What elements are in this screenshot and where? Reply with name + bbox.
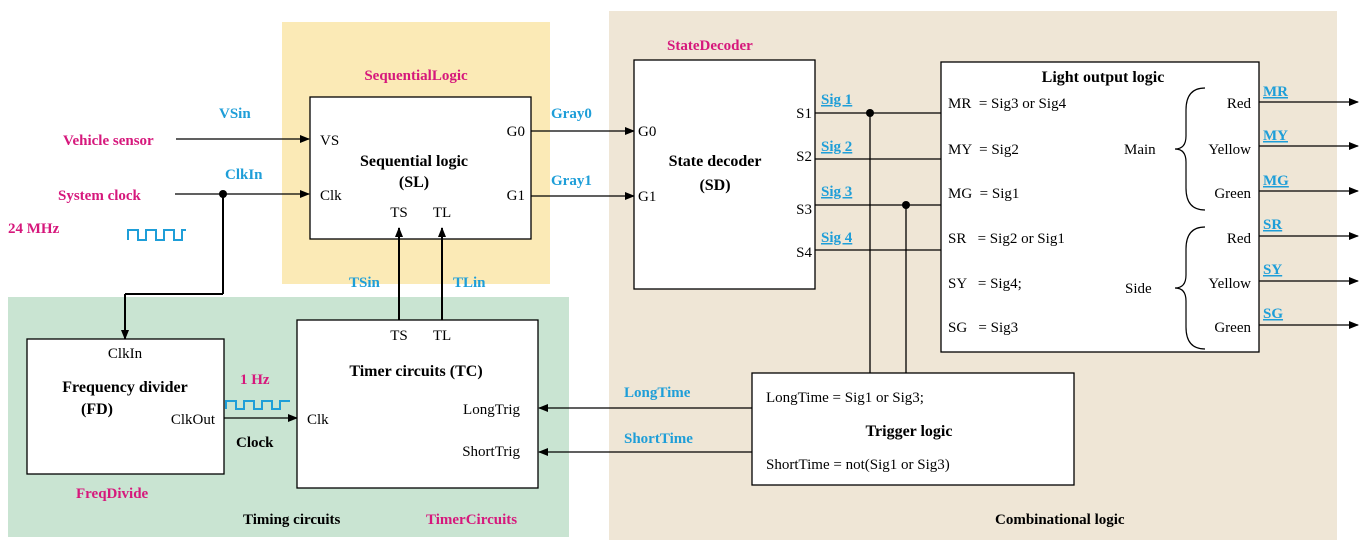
sl-g1-port: G1 bbox=[507, 188, 525, 204]
trigger-eq-longtime: LongTime = Sig1 or Sig3; bbox=[766, 390, 924, 406]
color-side-green: Green bbox=[1214, 320, 1251, 336]
freq-divide-region-label: FreqDivide bbox=[76, 486, 149, 502]
side-label: Side bbox=[1125, 281, 1152, 297]
trigger-logic-block bbox=[751, 372, 1075, 486]
sd-s2-port: S2 bbox=[796, 149, 812, 165]
sd-s4-port: S4 bbox=[796, 245, 812, 261]
clock-label: Clock bbox=[236, 435, 274, 451]
tc-tl-port: TL bbox=[433, 328, 451, 344]
tc-longtrig-port: LongTrig bbox=[463, 402, 520, 418]
tsin-label: TSin bbox=[349, 275, 381, 291]
eq-my: MY = Sig2 bbox=[948, 142, 1019, 158]
light-output-title: Light output logic bbox=[1042, 69, 1165, 86]
output-sg: SG bbox=[1263, 306, 1283, 322]
eq-sy: SY = Sig4; bbox=[948, 276, 1022, 292]
fd-title: Frequency divider bbox=[62, 379, 187, 396]
color-main-red: Red bbox=[1227, 96, 1252, 112]
output-mg: MG bbox=[1263, 173, 1289, 189]
clock-waveform-1hz bbox=[225, 400, 290, 410]
sd-s3-port: S3 bbox=[796, 202, 812, 218]
timer-circuits-block bbox=[296, 319, 539, 489]
fd-clkin-port: ClkIn bbox=[108, 346, 143, 362]
sequential-logic-block bbox=[309, 96, 532, 240]
sl-clk-port: Clk bbox=[320, 188, 342, 204]
tc-clk-port: Clk bbox=[307, 412, 329, 428]
eq-sg: SG = Sig3 bbox=[948, 320, 1018, 336]
sd-title: State decoder bbox=[669, 153, 762, 170]
side-brace bbox=[1174, 226, 1206, 350]
output-sr: SR bbox=[1263, 217, 1282, 233]
trigger-eq-shorttime: ShortTime = not(Sig1 or Sig3) bbox=[766, 457, 950, 473]
color-side-red: Red bbox=[1227, 231, 1252, 247]
longtime-label: LongTime bbox=[624, 385, 691, 401]
sig2-label: Sig 2 bbox=[821, 139, 852, 155]
trigger-title: Trigger logic bbox=[866, 423, 953, 440]
timing-circuits-label: Timing circuits bbox=[243, 512, 341, 528]
output-sy: SY bbox=[1263, 262, 1282, 278]
sl-ts-port: TS bbox=[390, 205, 408, 221]
sl-vs-port: VS bbox=[320, 133, 339, 149]
main-label: Main bbox=[1124, 142, 1156, 158]
color-main-yellow: Yellow bbox=[1208, 142, 1251, 158]
tlin-label: TLin bbox=[453, 275, 486, 291]
tc-ts-port: TS bbox=[390, 328, 408, 344]
light-output-block bbox=[940, 61, 1260, 353]
sl-abbr: (SL) bbox=[399, 174, 429, 191]
fd-abbr: (FD) bbox=[81, 401, 113, 418]
sl-title: Sequential logic bbox=[360, 153, 468, 170]
sig3-label: Sig 3 bbox=[821, 184, 852, 200]
freq-24mhz-label: 24 MHz bbox=[8, 221, 60, 237]
sig4-label: Sig 4 bbox=[821, 230, 853, 246]
state-decoder-region-label: StateDecoder bbox=[667, 38, 753, 54]
eq-mr: MR = Sig3 or Sig4 bbox=[948, 96, 1067, 112]
vehicle-sensor-label: Vehicle sensor bbox=[63, 133, 154, 149]
frequency-divider-block bbox=[26, 338, 225, 475]
clkin-label: ClkIn bbox=[225, 167, 263, 183]
color-side-yellow: Yellow bbox=[1208, 276, 1251, 292]
eq-mg: MG = Sig1 bbox=[948, 186, 1019, 202]
gray0-label: Gray0 bbox=[551, 106, 592, 122]
sequential-logic-label: SequentialLogic bbox=[364, 68, 468, 84]
output-mr: MR bbox=[1263, 84, 1288, 100]
fd-clkout-port: ClkOut bbox=[171, 412, 216, 428]
sd-g0-port: G0 bbox=[638, 124, 656, 140]
output-my: MY bbox=[1263, 128, 1288, 144]
sd-s1-port: S1 bbox=[796, 106, 812, 122]
sd-abbr: (SD) bbox=[699, 177, 730, 194]
eq-sr: SR = Sig2 or Sig1 bbox=[948, 231, 1065, 247]
clock-waveform-24mhz bbox=[127, 229, 186, 241]
gray1-label: Gray1 bbox=[551, 173, 592, 189]
combinational-logic-label: Combinational logic bbox=[995, 512, 1125, 528]
tc-shorttrig-port: ShortTrig bbox=[462, 444, 520, 460]
sl-tl-port: TL bbox=[433, 205, 451, 221]
state-decoder-block bbox=[633, 59, 816, 290]
system-clock-label: System clock bbox=[58, 188, 142, 204]
sig1-label: Sig 1 bbox=[821, 92, 852, 108]
timer-circuits-region-label: TimerCircuits bbox=[426, 512, 517, 528]
vsin-label: VSin bbox=[219, 106, 251, 122]
sd-g1-port: G1 bbox=[638, 189, 656, 205]
main-brace bbox=[1174, 87, 1206, 211]
sl-g0-port: G0 bbox=[507, 124, 525, 140]
color-main-green: Green bbox=[1214, 186, 1251, 202]
tc-title: Timer circuits (TC) bbox=[349, 363, 482, 380]
one-hz-label: 1 Hz bbox=[240, 372, 270, 388]
shorttime-label: ShortTime bbox=[624, 431, 693, 447]
